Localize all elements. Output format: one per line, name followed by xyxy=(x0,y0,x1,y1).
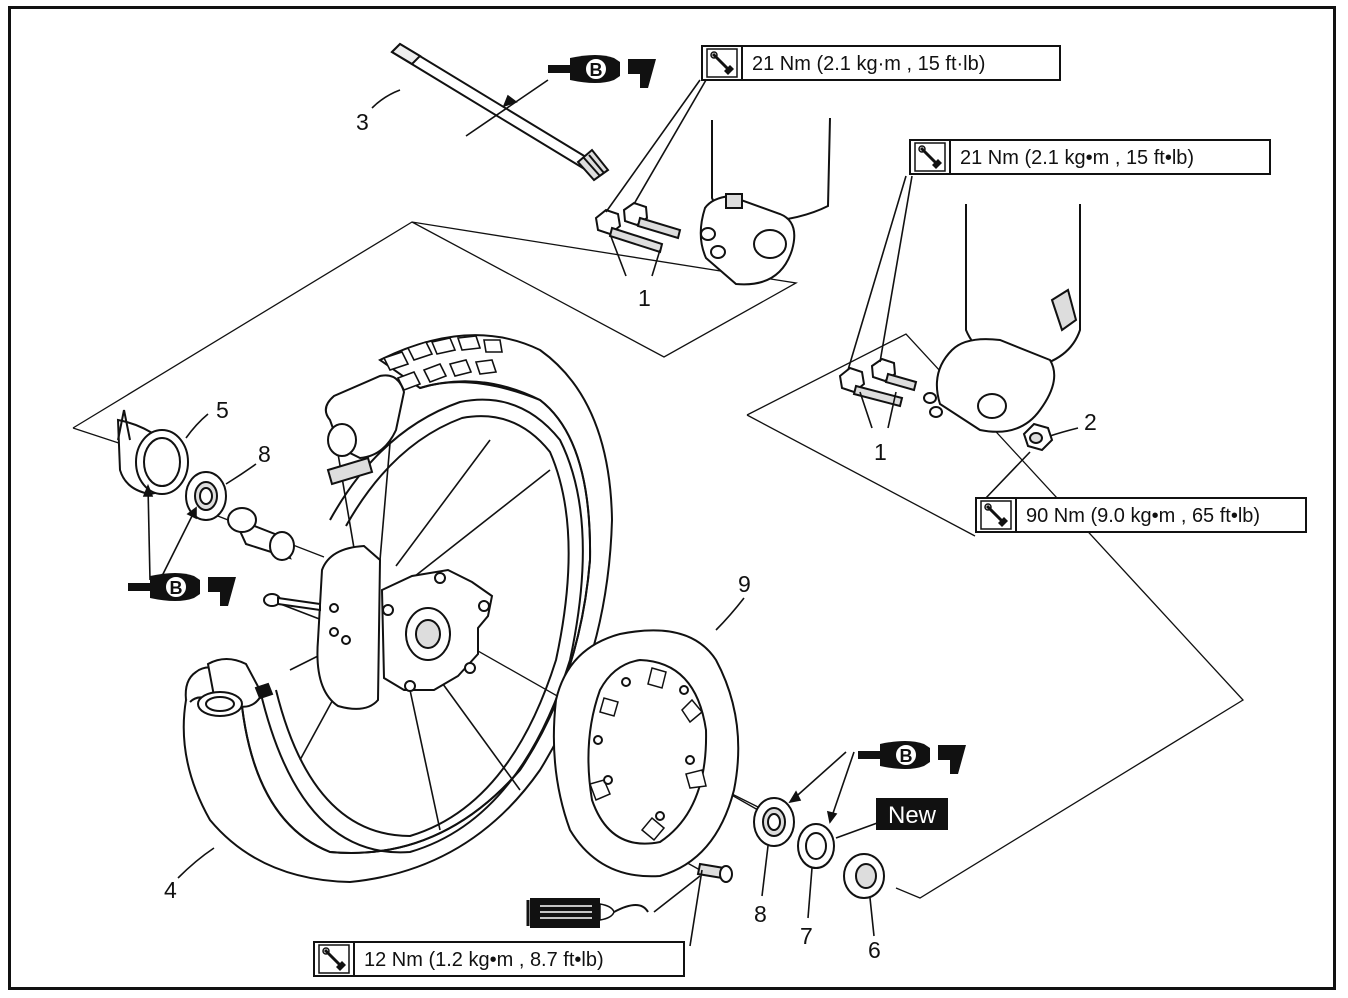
torque-wrench-icon xyxy=(979,499,1013,531)
grease-symbol-right: B xyxy=(857,740,967,775)
tube-valve xyxy=(197,374,406,717)
torque-wrench-icon xyxy=(913,141,947,173)
new-badge: New xyxy=(876,798,948,830)
axle-nut xyxy=(1022,422,1054,452)
grease-symbol-left: B xyxy=(127,572,237,607)
disc-bolt xyxy=(696,862,733,883)
speedometer-gear xyxy=(116,409,189,496)
grease-letter: B xyxy=(590,60,603,80)
brake-disc xyxy=(552,629,740,878)
collar xyxy=(843,853,885,899)
callout-2: 2 xyxy=(1084,409,1097,435)
grease-symbol-axle: B xyxy=(547,54,657,89)
hub xyxy=(316,544,494,710)
callout-1-left: 1 xyxy=(638,285,651,311)
left-pinch-bolts xyxy=(594,201,682,254)
torque-label-1: 21 Nm (2.1 kg·m , 15 ft·lb) xyxy=(701,45,1061,81)
callout-leaders xyxy=(177,89,1079,937)
torque-label-4: 12 Nm (1.2 kg•m , 8.7 ft•lb) xyxy=(313,941,685,977)
new-badge-label: New xyxy=(888,802,937,829)
rim xyxy=(259,398,584,854)
oil-seal xyxy=(797,823,835,869)
hub-bolt xyxy=(263,593,321,612)
callout-8-left: 8 xyxy=(258,441,271,467)
diagram-frame xyxy=(8,6,1336,990)
torque-value-3: 90 Nm (9.0 kg•m , 65 ft•lb) xyxy=(1026,505,1260,527)
left-fork-leg xyxy=(699,117,831,286)
bearing-right xyxy=(753,797,795,847)
right-fork-leg xyxy=(923,204,1081,433)
torque-value-1: 21 Nm (2.1 kg·m , 15 ft·lb) xyxy=(752,53,985,75)
pointer-arrows xyxy=(142,79,1031,947)
torque-label-3: 90 Nm (9.0 kg•m , 65 ft•lb) xyxy=(975,497,1307,533)
grease-letter: B xyxy=(170,578,183,598)
callout-7: 7 xyxy=(800,923,813,949)
torque-value-2: 21 Nm (2.1 kg•m , 15 ft•lb) xyxy=(960,147,1194,169)
callout-numbers: 3 1 1 2 5 8 9 4 8 7 6 xyxy=(164,109,1097,963)
axle xyxy=(390,42,610,182)
callout-6: 6 xyxy=(868,937,881,963)
callout-5: 5 xyxy=(216,397,229,423)
torque-wrench-icon xyxy=(705,47,739,79)
torque-value-4: 12 Nm (1.2 kg•m , 8.7 ft•lb) xyxy=(364,949,604,971)
spacer xyxy=(227,507,295,561)
thread-lock-icon xyxy=(526,898,649,928)
callout-9: 9 xyxy=(738,571,751,597)
callout-8-right: 8 xyxy=(754,901,767,927)
callout-3: 3 xyxy=(356,109,369,135)
callout-1-right: 1 xyxy=(874,439,887,465)
right-pinch-bolts xyxy=(838,357,918,408)
callout-4: 4 xyxy=(164,877,177,903)
grease-letter: B xyxy=(900,746,913,766)
torque-wrench-icon xyxy=(317,943,351,975)
exploded-view-outlines xyxy=(72,221,1245,899)
torque-label-2: 21 Nm (2.1 kg•m , 15 ft•lb) xyxy=(909,139,1271,175)
